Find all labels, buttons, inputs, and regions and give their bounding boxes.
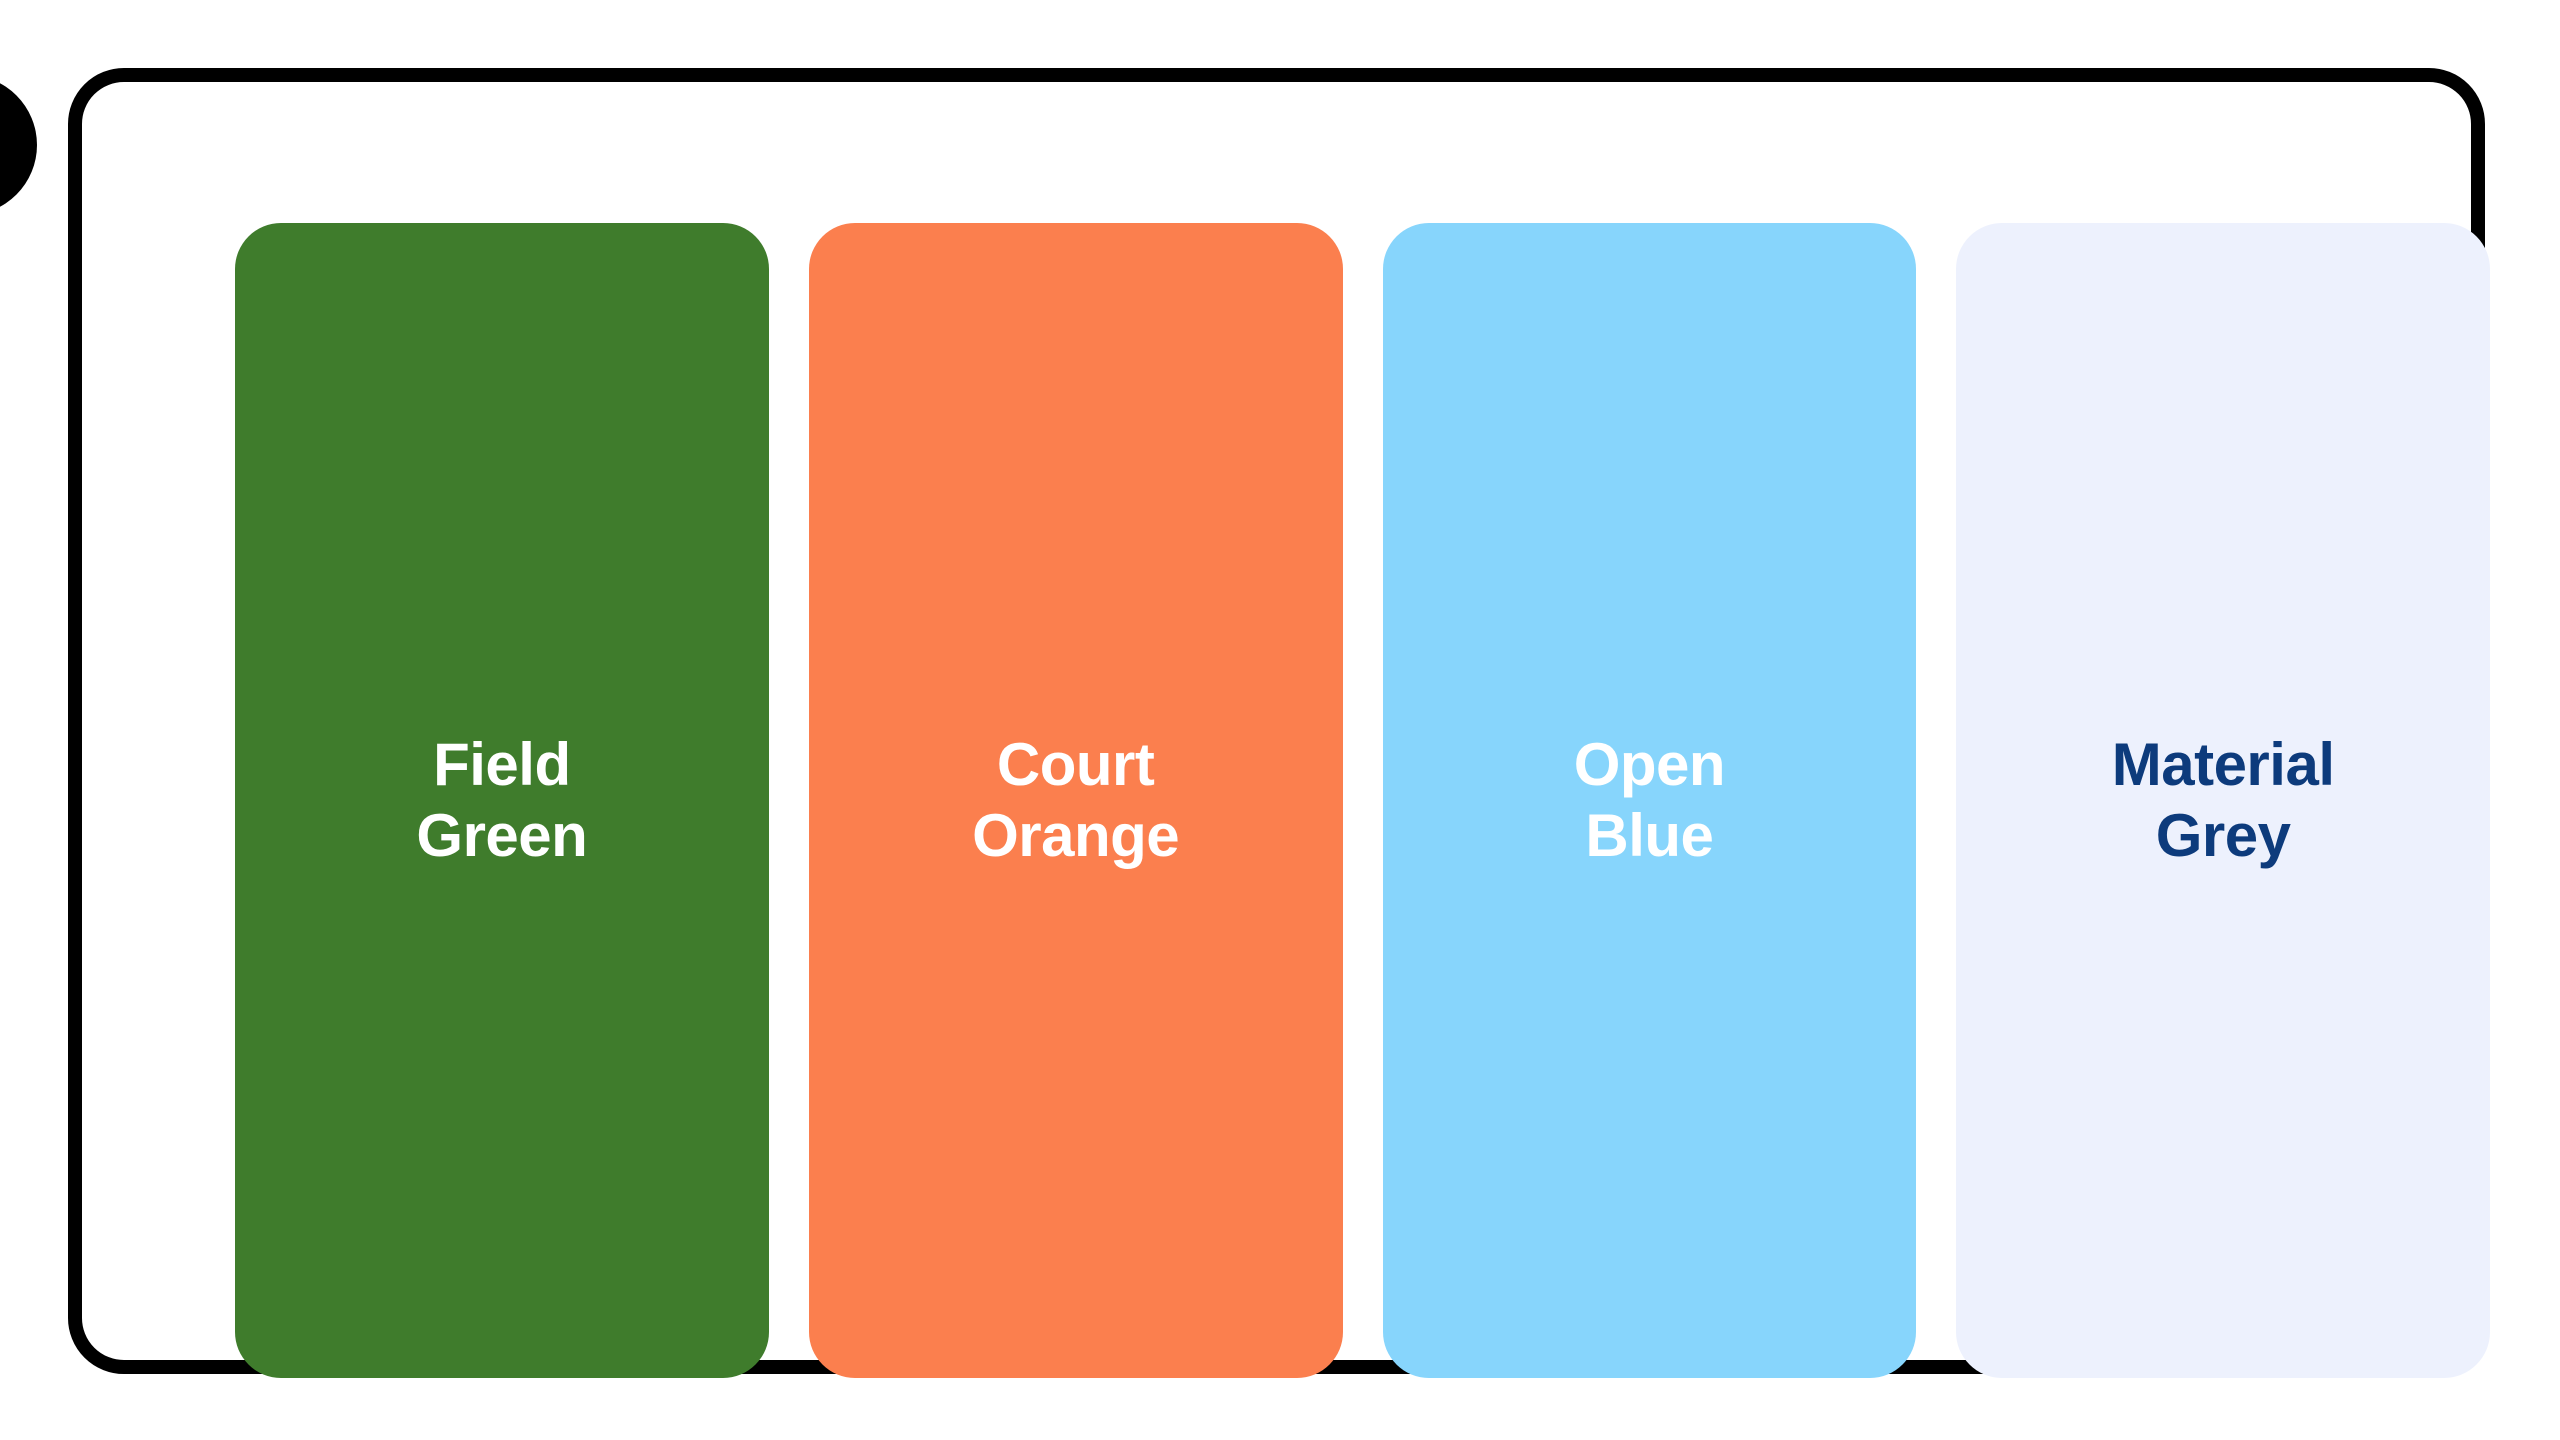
- palette-frame: Field Green Court Orange Open Blue Mater…: [68, 68, 2490, 1378]
- swatch-court-orange[interactable]: Court Orange: [808, 223, 1343, 1378]
- swatch-label: Court Orange: [972, 730, 1180, 869]
- swatch-label: Material Grey: [2111, 730, 2335, 869]
- swatch-material-grey[interactable]: Material Grey: [1956, 223, 2490, 1378]
- swatch-open-blue[interactable]: Open Blue: [1382, 223, 1917, 1378]
- edge-circle-decoration: [0, 75, 37, 215]
- swatch-row: Field Green Court Orange Open Blue Mater…: [235, 223, 2490, 1378]
- swatch-field-green[interactable]: Field Green: [235, 223, 769, 1378]
- swatch-label: Field Green: [416, 730, 588, 869]
- swatch-label: Open Blue: [1573, 730, 1726, 869]
